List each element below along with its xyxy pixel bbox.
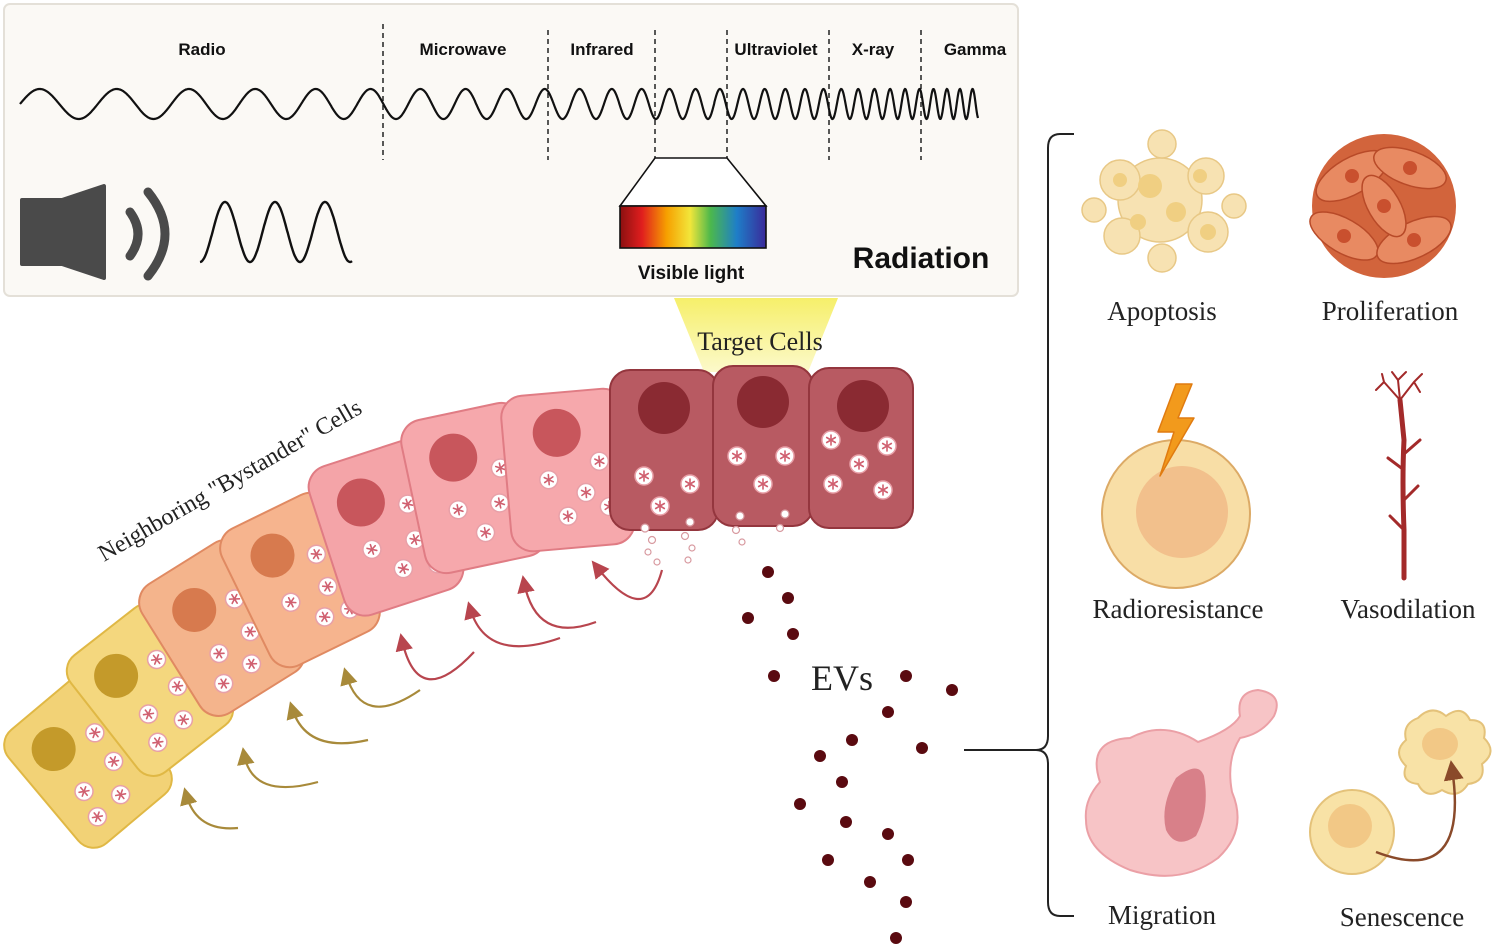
spectrum-panel: Radio Microwave Infrared Ultraviolet X-r… <box>3 3 1019 297</box>
radiation-title: Radiation <box>853 242 990 275</box>
cell-chain <box>3 365 914 849</box>
band-label-infrared: Infrared <box>570 40 633 59</box>
evs-label: EVs <box>811 658 873 698</box>
band-label-gamma: Gamma <box>944 40 1007 59</box>
sound-wave <box>199 200 353 264</box>
effect-label-proliferation: Proliferation <box>1322 296 1459 326</box>
band-label-microwave: Microwave <box>420 40 507 59</box>
effect-label-radioresistance: Radioresistance <box>1093 594 1264 624</box>
bystander-cell <box>500 387 636 553</box>
senescence-icon <box>1309 709 1492 875</box>
signal-arrow <box>464 601 561 648</box>
migration-icon <box>1084 688 1278 877</box>
signal-arrow <box>286 701 369 745</box>
radiation-beam <box>674 298 838 372</box>
signal-arrow <box>180 787 239 830</box>
band-label-radio: Radio <box>178 40 225 59</box>
band-label-ultraviolet: Ultraviolet <box>734 40 817 59</box>
bystander-cell <box>3 675 173 849</box>
secreted-vesicles <box>640 509 790 566</box>
proliferation-icon <box>1309 134 1456 278</box>
effect-label-migration: Migration <box>1108 900 1216 930</box>
signal-arrow <box>237 747 319 789</box>
signal-arrow <box>340 667 421 708</box>
spectrum-wave <box>19 87 980 121</box>
ev-particles <box>742 566 958 944</box>
effect-label-apoptosis: Apoptosis <box>1107 296 1217 326</box>
vasodilation-icon <box>1375 371 1423 581</box>
signal-arrow <box>517 575 597 629</box>
visible-light-zoom <box>618 157 768 249</box>
speaker-icon <box>20 184 170 281</box>
target-cell <box>808 367 914 529</box>
visible-light-spectrum <box>619 205 767 249</box>
band-label-x-ray: X-ray <box>852 40 895 59</box>
visible-light-label: Visible light <box>638 263 745 284</box>
effect-label-vasodilation: Vasodilation <box>1341 594 1476 624</box>
signal-arrows <box>180 560 664 830</box>
effects-bracket <box>964 133 1074 917</box>
band-dividers <box>382 24 922 160</box>
target-cells-label: Target Cells <box>697 327 823 356</box>
apoptosis-icon <box>1081 129 1247 273</box>
target-cell <box>609 369 719 531</box>
signal-arrow <box>395 633 475 681</box>
radioresistance-icon <box>1101 383 1251 589</box>
effect-label-senescence: Senescence <box>1340 902 1464 932</box>
signal-arrow <box>591 560 664 601</box>
target-cell <box>712 365 814 527</box>
